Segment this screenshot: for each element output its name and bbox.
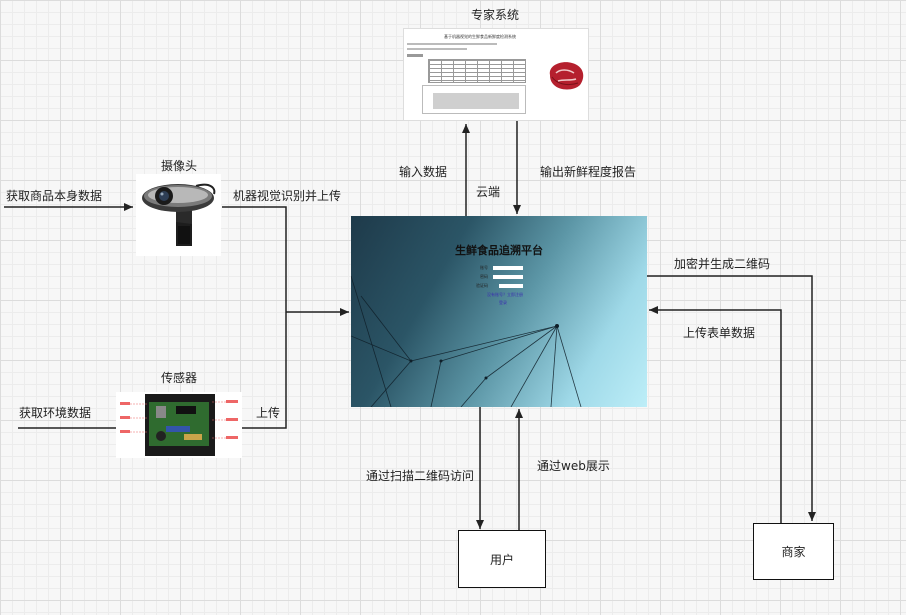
code-label: 验证码 (476, 283, 488, 288)
edge-vision-upload (222, 206, 287, 312)
sensor-title: 传感器 (161, 371, 198, 385)
label-product-data: 获取商品本身数据 (6, 189, 103, 203)
label-encrypt-qr: 加密并生成二维码 (674, 257, 771, 271)
expert-doc-title: 基于机器视觉的生鲜食品新鲜度检测系统 (444, 34, 516, 39)
user-node-label: 用户 (489, 552, 514, 567)
merchant-node: 商家 (753, 523, 834, 580)
login-link[interactable]: 登录 (499, 300, 507, 305)
code-input[interactable] (499, 284, 523, 288)
label-upload-form: 上传表单数据 (683, 326, 756, 340)
password-label: 密码 (480, 274, 488, 279)
label-web-display: 通过web展示 (537, 459, 610, 473)
password-input[interactable] (493, 275, 523, 279)
platform-title: 生鲜食品追溯平台 (455, 244, 543, 257)
label-scan-qr: 通过扫描二维码访问 (366, 469, 475, 483)
network-lines-decoration (351, 275, 582, 407)
webcam-image (136, 174, 221, 256)
label-cloud: 云端 (476, 185, 501, 199)
expert-system-image: 基于机器视觉的生鲜食品新鲜度检测系统 (403, 28, 589, 121)
label-input-data: 输入数据 (399, 165, 448, 179)
label-upload: 上传 (256, 406, 281, 420)
label-freshness-report: 输出新鲜程度报告 (540, 165, 637, 179)
sensor-board-image (116, 392, 242, 458)
expert-chart (422, 85, 526, 114)
expert-data-table (428, 59, 526, 83)
account-input[interactable] (493, 266, 523, 270)
edge-upload-form (649, 306, 782, 523)
camera-title: 摄像头 (161, 159, 198, 173)
user-node: 用户 (458, 530, 546, 588)
expert-system-title: 专家系统 (471, 8, 520, 22)
traceability-platform-screen: 生鲜食品追溯平台 账号 密码 验证码 没有账号？立即注册 登录 (351, 216, 647, 407)
edge-sensor-upload (242, 312, 287, 429)
label-vision-upload: 机器视觉识别并上传 (233, 189, 342, 203)
register-link[interactable]: 没有账号？立即注册 (487, 292, 523, 297)
label-env-data: 获取环境数据 (19, 406, 92, 420)
meat-image (549, 62, 584, 90)
edge-encrypt-qr (647, 275, 816, 521)
account-label: 账号 (480, 265, 488, 270)
merchant-node-label: 商家 (781, 545, 806, 559)
